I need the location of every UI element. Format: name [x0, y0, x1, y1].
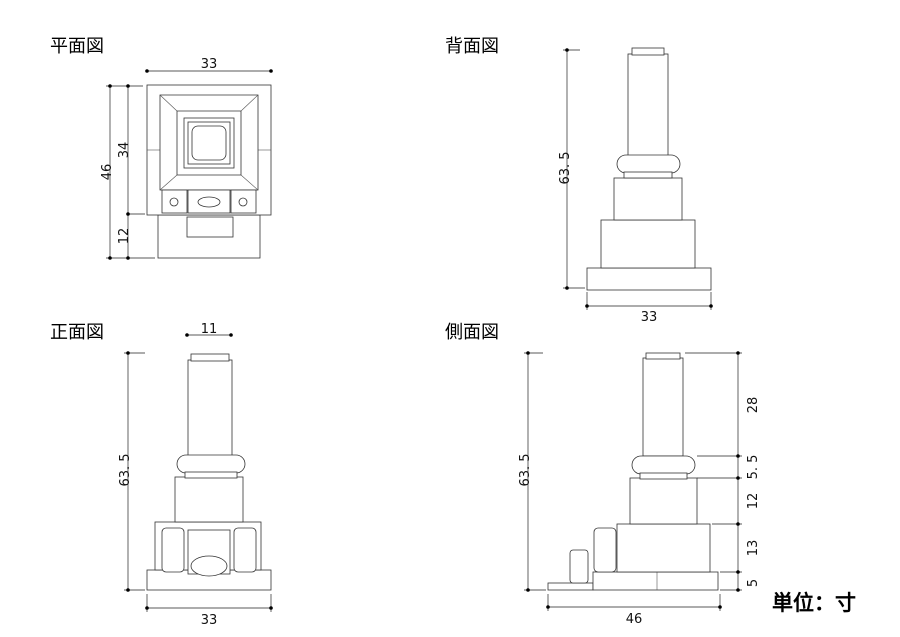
- unit-label: 単位：寸: [772, 591, 856, 615]
- front-height-dim: 63. 5: [118, 453, 133, 486]
- plan-total-depth-dim: 46: [100, 164, 115, 181]
- side-upper-block-dim: 12: [746, 493, 761, 510]
- side-view-title: 側面図: [445, 322, 499, 343]
- side-ring-dim: 5. 5: [746, 455, 761, 480]
- side-column-dim: 28: [746, 397, 761, 414]
- side-view: 側面図 63. 5 28 5. 5 12 13 5 46: [445, 322, 761, 627]
- front-view: 正面図 11 63. 5 33: [50, 322, 273, 628]
- back-width-dim: 33: [641, 310, 658, 325]
- front-view-title: 正面図: [50, 322, 104, 343]
- side-middle-block-dim: 13: [746, 540, 761, 557]
- plan-view-title: 平面図: [50, 36, 104, 57]
- front-column-width-dim: 11: [201, 322, 218, 337]
- back-height-dim: 63. 5: [558, 151, 573, 184]
- plan-view: 平面図 33 46 34 12: [50, 36, 273, 260]
- plan-width-dim: 33: [201, 57, 218, 72]
- plan-upper-depth-dim: 34: [117, 142, 132, 159]
- side-base-dim: 5: [746, 579, 761, 587]
- side-height-dim: 63. 5: [518, 453, 533, 486]
- plan-lower-depth-dim: 12: [117, 228, 132, 245]
- back-view-title: 背面図: [445, 36, 499, 57]
- side-width-dim: 46: [626, 612, 643, 627]
- back-view: 背面図 63. 5 33: [445, 36, 713, 325]
- front-width-dim: 33: [201, 613, 218, 628]
